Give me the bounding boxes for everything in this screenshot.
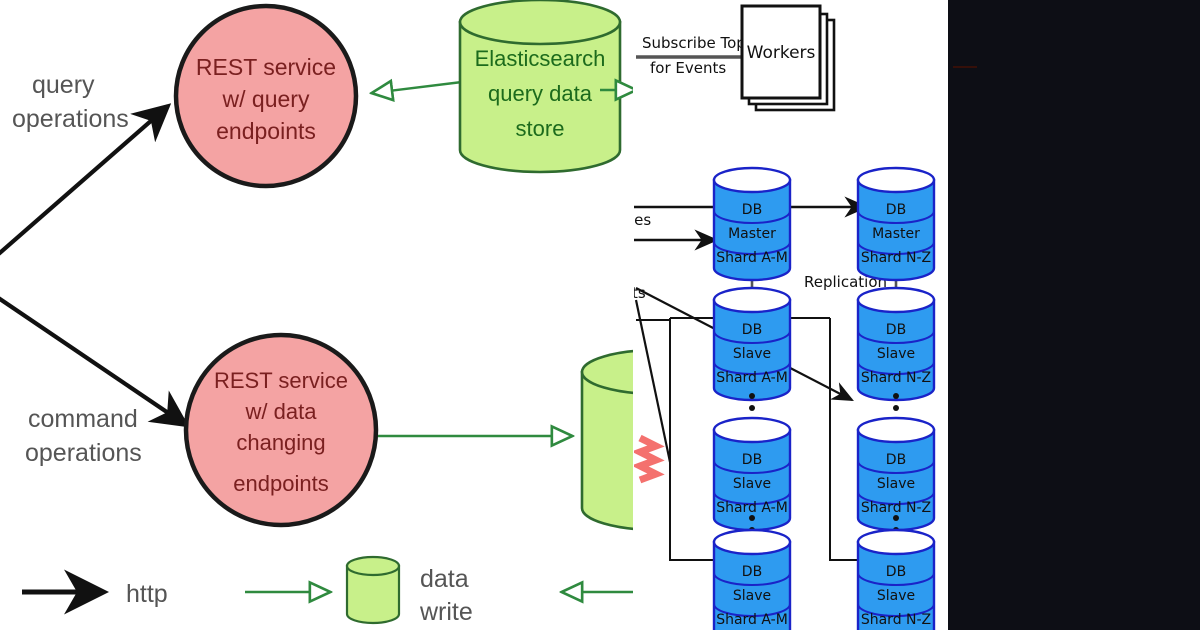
db-master-n-z-line-2: Master xyxy=(872,226,920,242)
green-arrow-es-to-query-service xyxy=(372,82,463,93)
command-service-line-2: w/ data xyxy=(245,399,318,424)
elasticsearch-cylinder-top xyxy=(458,0,622,46)
http-arrow-query xyxy=(0,103,172,256)
label-command-operations: command operations xyxy=(25,405,142,467)
elasticsearch-store-node[interactable]: Elasticsearch query data store xyxy=(458,0,622,174)
db-master-a-m-line-3: Shard A-M xyxy=(716,250,788,266)
workers-node[interactable]: Workers xyxy=(740,4,836,112)
ellipsis-left-1 xyxy=(749,393,755,411)
query-service-line-3: endpoints xyxy=(216,118,316,144)
db-slave-a-m-2[interactable]: DB Slave Shard A-M xyxy=(712,416,792,532)
db-slave-n-z-3-line-1: DB xyxy=(886,564,906,580)
db-slave-a-m-1-line-2: Slave xyxy=(733,346,771,362)
db-master-a-m-line-2: Master xyxy=(728,226,776,242)
replication-label: Replication xyxy=(804,273,887,291)
sharding-overlay-svg: Subscribe Topic for Events Workers ies t… xyxy=(634,4,936,630)
db-slave-a-m-3-line-1: DB xyxy=(742,564,762,580)
query-service-line-1: REST service xyxy=(196,54,336,80)
db-slave-a-m-3-line-3: Shard A-M xyxy=(716,612,788,628)
sharding-overlay-panel: Subscribe Topic for Events Workers ies t… xyxy=(634,0,948,630)
label-query-operations: query operations xyxy=(12,71,129,133)
db-slave-a-m-3-line-2: Slave xyxy=(733,588,771,604)
clipped-label-queries: ies xyxy=(634,211,651,229)
subscribe-topic-line-1: Subscribe Topic xyxy=(642,34,758,52)
command-service-line-1: REST service xyxy=(214,368,348,393)
command-service-line-3: changing xyxy=(236,430,325,455)
legend-cylinder-top xyxy=(345,555,401,577)
legend-http: http xyxy=(22,569,168,615)
db-master-n-z[interactable]: DB Master Shard N-Z xyxy=(856,166,936,282)
db-master-n-z-line-1: DB xyxy=(886,202,906,218)
db-slave-n-z-1[interactable]: DB Slave Shard N-Z xyxy=(856,286,936,402)
db-slave-a-m-1-line-1: DB xyxy=(742,322,762,338)
query-service-line-2: w/ query xyxy=(222,86,310,112)
db-slave-n-z-3[interactable]: DB Slave Shard N-Z xyxy=(856,528,936,630)
elasticsearch-line-3: store xyxy=(516,116,565,141)
legend-data-write-line-1: data xyxy=(420,565,469,593)
command-service-line-4: endpoints xyxy=(233,471,328,496)
elasticsearch-line-1: Elasticsearch xyxy=(475,46,606,71)
db-slave-a-m-2-line-2: Slave xyxy=(733,476,771,492)
legend-data-write-line-2: write xyxy=(419,598,473,626)
diagonal-connector-2 xyxy=(634,299,672,463)
clipped-label-writes: ts xyxy=(634,284,646,302)
db-slave-a-m-1-line-3: Shard A-M xyxy=(716,370,788,386)
elasticsearch-line-2: query data xyxy=(488,81,593,106)
workers-card-front[interactable] xyxy=(740,4,822,100)
query-operations-line-2: operations xyxy=(12,105,129,133)
db-slave-a-m-2-line-3: Shard A-M xyxy=(716,500,788,516)
db-slave-n-z-2-line-3: Shard N-Z xyxy=(861,500,931,516)
legend-data-write: data write xyxy=(245,555,473,626)
http-arrow-command xyxy=(0,296,190,428)
subscribe-topic-line-2: for Events xyxy=(650,59,726,77)
db-master-a-m[interactable]: DB Master Shard A-M xyxy=(712,166,792,282)
db-slave-n-z-3-line-3: Shard N-Z xyxy=(861,612,931,628)
db-master-a-m-line-1: DB xyxy=(742,202,762,218)
db-slave-n-z-2-line-1: DB xyxy=(886,452,906,468)
command-service-circle[interactable] xyxy=(183,332,379,528)
query-operations-line-1: query xyxy=(32,71,95,99)
db-slave-a-m-1[interactable]: DB Slave Shard A-M xyxy=(712,286,792,402)
db-slave-a-m-2-line-1: DB xyxy=(742,452,762,468)
db-slave-n-z-1-line-2: Slave xyxy=(877,346,915,362)
subscribe-topic-label: Subscribe Topic for Events xyxy=(642,34,758,77)
command-operations-line-2: operations xyxy=(25,439,142,467)
query-service-node[interactable]: REST service w/ query endpoints xyxy=(173,3,359,189)
dark-gutter-streak xyxy=(953,66,977,68)
legend-http-label: http xyxy=(126,580,168,608)
command-operations-line-1: command xyxy=(28,405,138,433)
db-slave-a-m-3[interactable]: DB Slave Shard A-M xyxy=(712,528,792,630)
db-master-n-z-line-3: Shard N-Z xyxy=(861,250,931,266)
lightning-icon xyxy=(634,434,665,484)
legend-cylinder-body xyxy=(345,564,401,625)
db-slave-n-z-1-line-3: Shard N-Z xyxy=(861,370,931,386)
workers-label: Workers xyxy=(747,43,816,63)
cqrs-diagram-svg: query operations command operations REST… xyxy=(0,0,734,626)
db-slave-n-z-3-line-2: Slave xyxy=(877,588,915,604)
query-service-circle[interactable] xyxy=(173,3,359,189)
command-service-node[interactable]: REST service w/ data changing endpoints xyxy=(183,332,379,528)
elasticsearch-cylinder-body[interactable] xyxy=(458,20,622,174)
db-slave-n-z-2[interactable]: DB Slave Shard N-Z xyxy=(856,416,936,532)
ellipsis-right-1 xyxy=(893,393,899,411)
db-slave-n-z-2-line-2: Slave xyxy=(877,476,915,492)
db-slave-n-z-1-line-1: DB xyxy=(886,322,906,338)
